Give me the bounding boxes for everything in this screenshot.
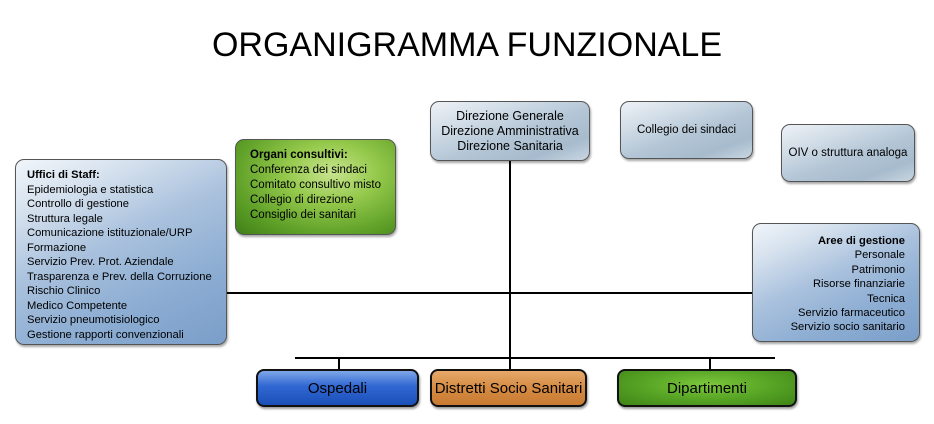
connector-ospedali bbox=[338, 358, 340, 370]
staff-item: Struttura legale bbox=[27, 212, 103, 225]
vertical-trunk-line bbox=[509, 160, 511, 360]
aree-item: Tecnica bbox=[867, 292, 905, 305]
aree-item: Servizio farmaceutico bbox=[798, 307, 905, 320]
staff-item: Medico Competente bbox=[27, 299, 128, 312]
organi-item: Conferenza dei sindaci bbox=[250, 164, 367, 176]
oiv-box[interactable]: OIV o struttura analoga bbox=[781, 124, 915, 182]
ospedali-label: Ospedali bbox=[307, 379, 368, 397]
uffici-staff-box[interactable]: Uffici di Staff: Epidemiologia e statist… bbox=[15, 159, 227, 345]
staff-item: Servizio pneumotisiologico bbox=[27, 314, 160, 326]
aree-item: Risorse finanziarie bbox=[812, 278, 905, 291]
connector-dipartimenti bbox=[709, 358, 711, 370]
horizontal-middle-line bbox=[226, 292, 753, 294]
chart-title: ORGANIGRAMMA FUNZIONALE bbox=[211, 26, 723, 64]
dipartimenti-label: Dipartimenti bbox=[666, 379, 748, 397]
direzione-line: Direzione Sanitaria bbox=[457, 139, 563, 153]
direzione-line: Direzione Generale bbox=[456, 109, 564, 123]
aree-item: Personale bbox=[854, 249, 905, 262]
ospedali-box[interactable]: Ospedali bbox=[256, 369, 419, 407]
direzione-line: Direzione Amministrativa bbox=[441, 124, 579, 138]
uffici-staff-heading: Uffici di Staff: bbox=[27, 169, 100, 181]
collegio-sindaci-label: Collegio dei sindaci bbox=[636, 123, 737, 136]
organi-consultivi-heading: Organi consultivi: bbox=[250, 149, 348, 161]
staff-item: Comunicazione istituzionale/URP bbox=[27, 227, 193, 239]
organi-item: Comitato consultivo misto bbox=[250, 179, 382, 191]
aree-item: Patrimonio bbox=[851, 263, 905, 276]
dipartimenti-box[interactable]: Dipartimenti bbox=[617, 369, 797, 407]
connector-distretti bbox=[509, 358, 511, 370]
aree-gestione-heading: Aree di gestione bbox=[817, 235, 905, 247]
staff-item: Trasparenza e Prev. della Corruzione bbox=[27, 270, 212, 283]
staff-item: Gestione rapporti convenzionali bbox=[27, 328, 184, 341]
aree-item: Servizio socio sanitario bbox=[790, 321, 905, 334]
staff-item: Epidemiologia e statistica bbox=[27, 183, 154, 196]
organi-item: Collegio di direzione bbox=[250, 194, 354, 206]
collegio-sindaci-box[interactable]: Collegio dei sindaci bbox=[620, 101, 753, 159]
organi-consultivi-box[interactable]: Organi consultivi: Conferenza dei sindac… bbox=[235, 139, 396, 235]
aree-gestione-box[interactable]: Aree di gestione Personale Patrimonio Ri… bbox=[752, 223, 920, 342]
distretti-box[interactable]: Distretti Socio Sanitari bbox=[430, 369, 587, 407]
direzione-box[interactable]: Direzione Generale Direzione Amministrat… bbox=[430, 101, 590, 161]
organi-item: Consiglio dei sanitari bbox=[250, 209, 357, 221]
staff-item: Rischio Clinico bbox=[27, 285, 101, 297]
oiv-label: OIV o struttura analoga bbox=[788, 146, 908, 159]
horizontal-bottom-line bbox=[295, 357, 775, 359]
distretti-label: Distretti Socio Sanitari bbox=[434, 379, 583, 397]
staff-item: Controllo di gestione bbox=[27, 198, 129, 210]
staff-item: Servizio Prev. Prot. Aziendale bbox=[27, 256, 174, 268]
staff-item: Formazione bbox=[27, 241, 87, 254]
